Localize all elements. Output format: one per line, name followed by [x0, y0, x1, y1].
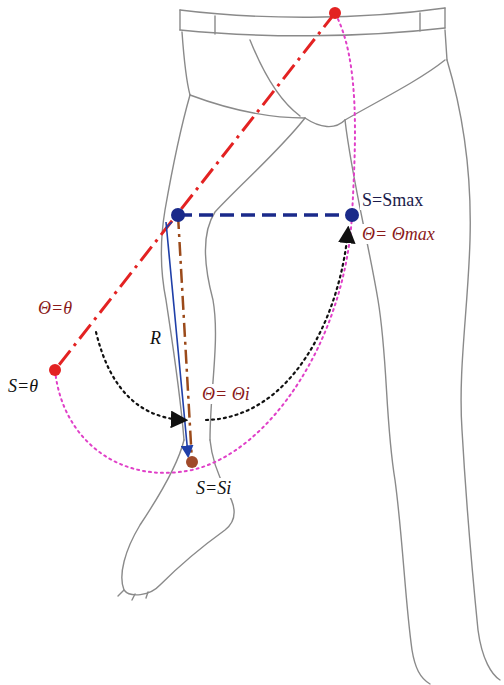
diagram-label: Θ=θ: [36, 298, 74, 318]
diagram-label: Θ= Θi: [200, 384, 252, 404]
diagram-label: S=Si: [194, 478, 233, 498]
diagram-label: S=Smax: [360, 190, 425, 210]
diagram-label: S=θ: [6, 376, 40, 396]
diagram-label: Θ= Θmax: [360, 224, 437, 244]
diagram-label: R: [148, 328, 163, 348]
